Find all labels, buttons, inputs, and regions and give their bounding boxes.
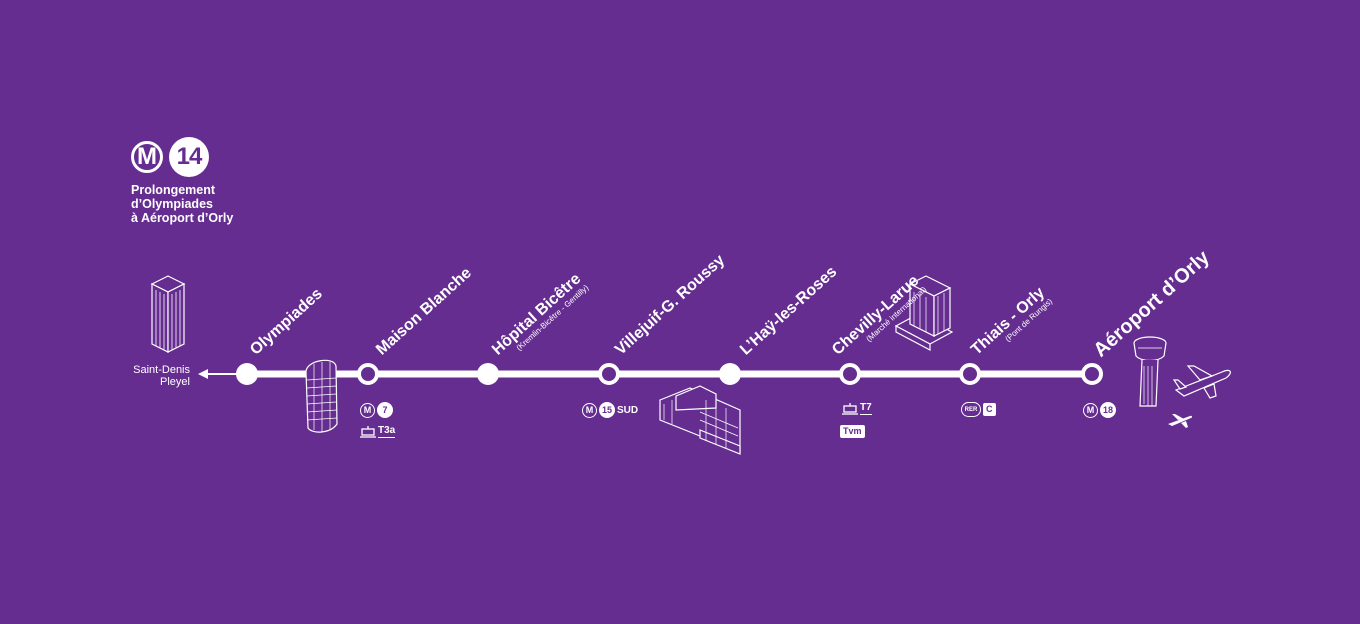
connections-maison-blanche-tram: T3a xyxy=(360,425,396,438)
station-olympiades-dot[interactable] xyxy=(236,363,258,385)
station-villejuif-dot[interactable] xyxy=(598,363,620,385)
rer-icon: RER xyxy=(961,402,981,417)
connections-chevilly: T7 xyxy=(842,402,872,415)
metro-icon: M xyxy=(1083,402,1098,418)
tvm-bus-badge: Tvm xyxy=(840,425,865,438)
tram-line-label: T7 xyxy=(860,402,872,415)
tram-icon xyxy=(360,425,376,438)
station-thiais-dot[interactable] xyxy=(959,363,981,385)
market-building-icon xyxy=(894,275,954,351)
line-15-badge: 15 xyxy=(599,402,615,418)
station-chevilly-dot[interactable] xyxy=(839,363,861,385)
line-18-badge: 18 xyxy=(1100,402,1116,418)
subtitle-line-1: Prolongement xyxy=(131,183,216,197)
connections-chevilly-bus: Tvm xyxy=(840,425,865,438)
tram-line-label: T3a xyxy=(378,425,396,438)
skyscraper-icon xyxy=(150,275,186,353)
station-maison-blanche-dot[interactable] xyxy=(357,363,379,385)
line-7-badge: 7 xyxy=(377,402,393,418)
airport-pictogram-icon xyxy=(1168,414,1193,428)
hospital-building-icon xyxy=(659,385,741,455)
line-14-badge: 14 xyxy=(169,137,209,177)
control-tower-icon xyxy=(1133,336,1167,407)
connections-orly: M 18 xyxy=(1083,402,1116,418)
connections-thiais: RER C xyxy=(961,402,996,417)
rer-c-badge: C xyxy=(983,403,996,416)
subtitle-line-2: d’Olympiades xyxy=(131,197,213,211)
subtitle-line-3: à Aéroport d’Orly xyxy=(131,211,234,225)
round-tower-icon xyxy=(305,359,338,433)
station-lhay-dot[interactable] xyxy=(719,363,741,385)
metro-logo-icon: M xyxy=(131,141,163,173)
metro-icon: M xyxy=(360,402,375,418)
terminus-label: Saint-Denis Pleyel xyxy=(126,364,190,388)
tram-icon xyxy=(842,402,858,415)
connections-maison-blanche: M 7 xyxy=(360,402,393,418)
extension-arrow-head xyxy=(198,369,208,379)
metro-icon: M xyxy=(582,402,597,418)
terminus-line-2: Pleyel xyxy=(160,376,190,388)
connections-villejuif: M 15 SUD xyxy=(582,402,638,418)
terminus-line-1: Saint-Denis xyxy=(133,364,190,376)
station-orly-dot[interactable] xyxy=(1081,363,1103,385)
line-15-branch-label: SUD xyxy=(617,404,639,416)
map-header: M 14 Prolongement d’Olympiades à Aéropor… xyxy=(131,137,233,225)
station-hopital-bicetre-dot[interactable] xyxy=(477,363,499,385)
airplane-icon xyxy=(1172,365,1231,399)
map-subtitle: Prolongement d’Olympiades à Aéroport d’O… xyxy=(131,183,233,225)
